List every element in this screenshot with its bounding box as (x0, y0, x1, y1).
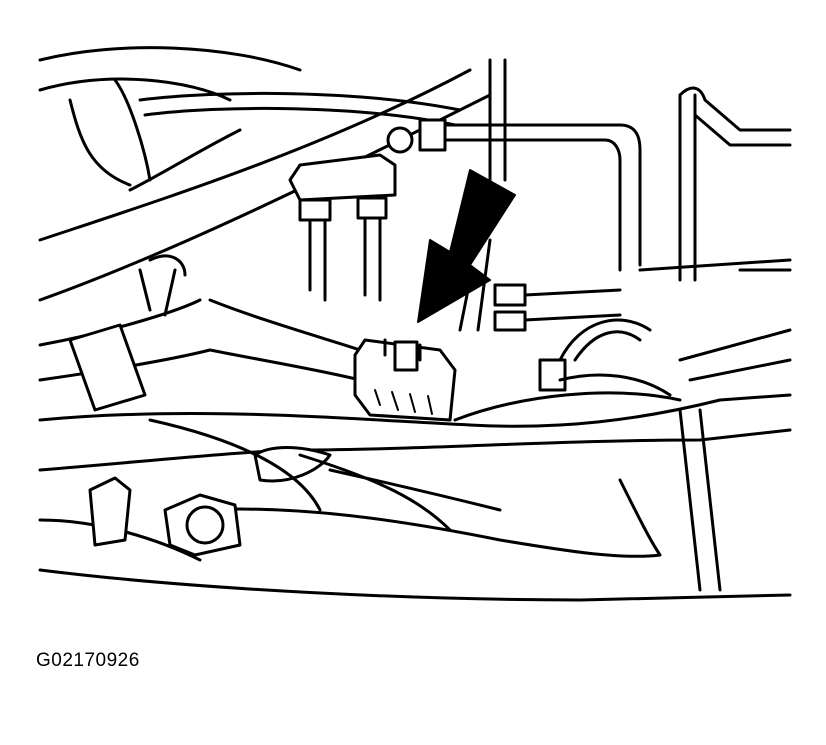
engine-body (38, 408, 792, 602)
figure-id-label: G02170926 (36, 650, 140, 671)
hose-clips (493, 283, 622, 332)
fuel-lines (138, 86, 792, 282)
sensor-bracket (288, 118, 447, 302)
left-hose (38, 254, 362, 412)
lower-hose (38, 391, 792, 483)
upper-left-hose (38, 46, 492, 302)
right-connector (538, 318, 792, 397)
vertical-rod (458, 58, 507, 332)
electrical-connector (353, 338, 457, 422)
pointer-arrow (417, 169, 516, 323)
